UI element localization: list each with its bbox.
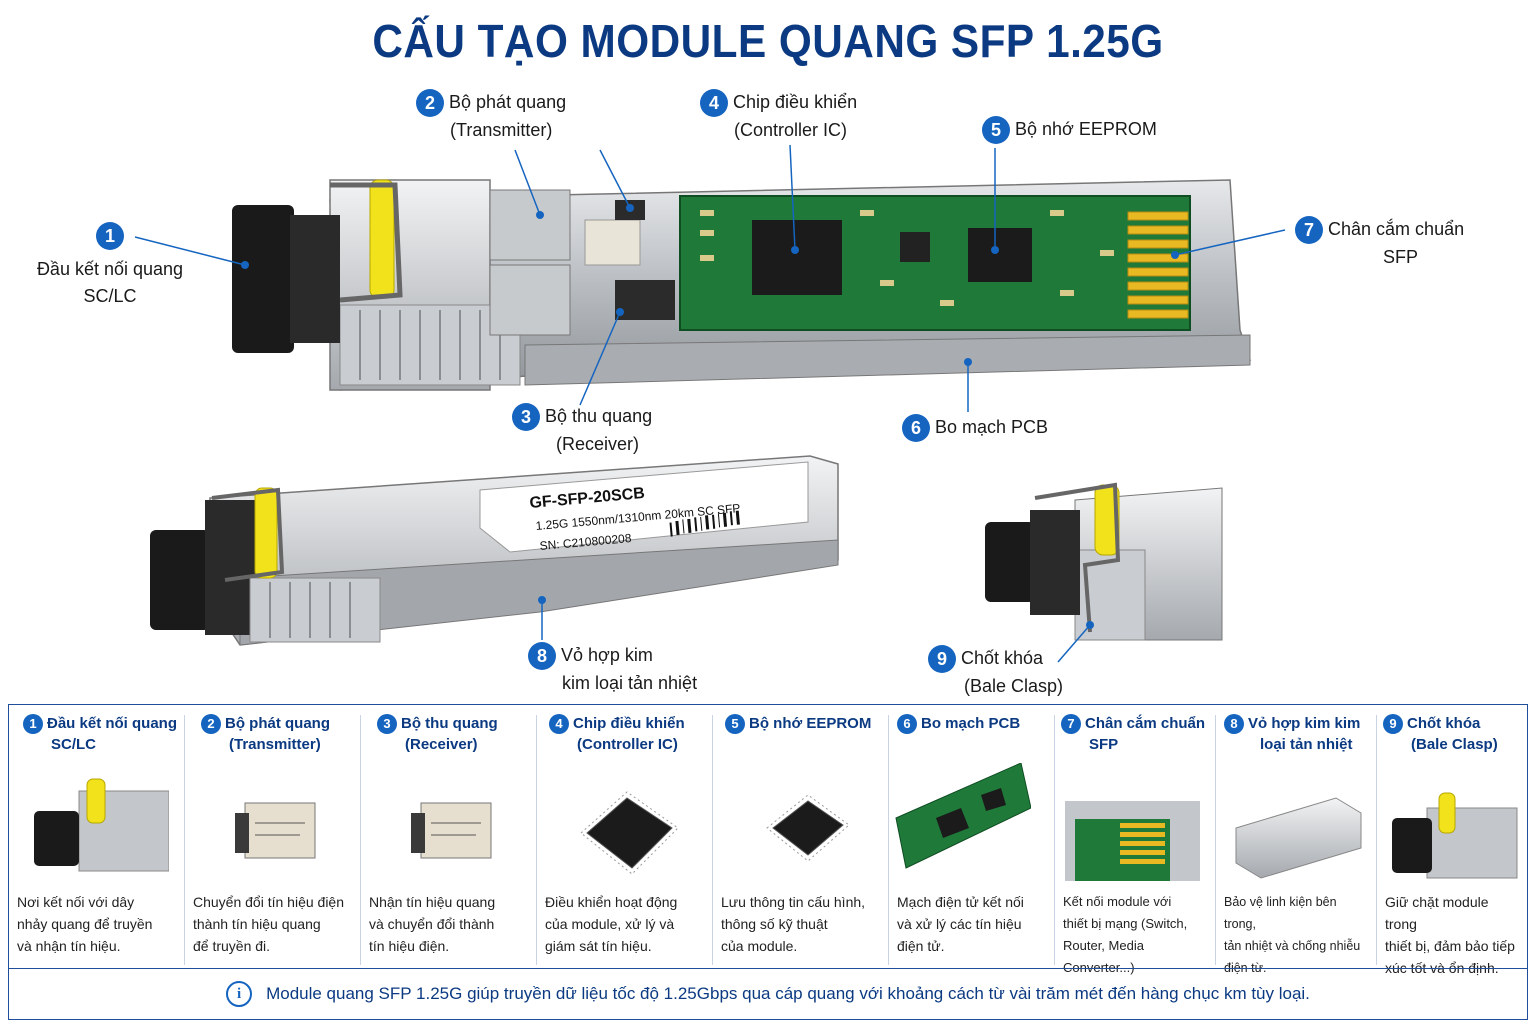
callout-9-badge: 9 (928, 645, 956, 674)
callout-7-line1: Chân cắm chuẩn (1328, 219, 1465, 239)
controller-chip-photo (580, 791, 679, 875)
callout-2-line2: (Transmitter) (450, 120, 553, 141)
callout-2-line1: Bộ phát quang (449, 92, 567, 112)
callout-1-line2: SC/LC (83, 286, 137, 307)
metal-housing-photo (1235, 797, 1362, 879)
info-icon: i (226, 981, 253, 1007)
pcb-photo (895, 763, 1031, 869)
callout-2: 2 Bộ phát quang (Transmitter) (416, 89, 566, 144)
open-module-photo (232, 179, 1252, 391)
bale-clasp-photo (1392, 792, 1518, 879)
gold-pins-photo (1065, 801, 1200, 881)
callout-1-badge: 1 (96, 222, 124, 251)
sc-connector-photo (34, 778, 169, 872)
closed-module-photo: GF-SFP-20SCB 1.25G 1550nm/1310nm 20km SC… (150, 455, 839, 646)
callout-1-line1: Đầu kết nối quang (36, 259, 184, 280)
bale-clasp-closeup-photo (985, 482, 1223, 641)
component-8-desc: Bảo vệ linh kiện bên trong,tản nhiệt và … (1224, 895, 1361, 975)
callout-3-line2: (Receiver) (556, 434, 640, 455)
callout-2-badge: 2 (416, 89, 444, 118)
callout-6-badge: 6 (902, 414, 930, 443)
callout-4-line2: (Controller IC) (734, 120, 848, 141)
callout-6-line1: Bo mạch PCB (935, 417, 1049, 437)
eeprom-chip-photo (766, 794, 850, 862)
callout-3: 3 Bộ thu quang (Receiver) (512, 403, 652, 458)
callout-8-line2: kim loại tản nhiệt (562, 673, 698, 694)
callout-4-line1: Chip điều khiển (733, 92, 858, 112)
callout-3-badge: 3 (512, 403, 540, 432)
callout-8: 8 Vỏ hợp kim kim loại tản nhiệt (528, 642, 697, 697)
callout-5-badge: 5 (982, 116, 1010, 145)
callout-9: 9 Chốt khóa (Bale Clasp) (928, 645, 1063, 700)
callout-4: 4 Chip điều khiển (Controller IC) (700, 89, 857, 144)
transmitter-photo (235, 802, 316, 859)
sfp-module-illustrations: GF-SFP-20SCB 1.25G 1550nm/1310nm 20km SC… (134, 144, 1286, 663)
callout-1: 1 Đầu kết nối quang SC/LC (30, 222, 190, 310)
callout-6: 6 Bo mạch PCB (902, 414, 1049, 443)
callout-5-line1: Bộ nhớ EEPROM (1015, 119, 1157, 139)
component-5-desc: Lưu thông tin cấu hình,thông số kỹ thuật… (721, 894, 866, 954)
callout-9-line2: (Bale Clasp) (964, 676, 1064, 697)
callout-5: 5 Bộ nhớ EEPROM (982, 116, 1157, 145)
callout-7: 7 Chân cắm chuẩn SFP (1295, 216, 1464, 271)
callout-8-badge: 8 (528, 642, 556, 671)
callout-4-badge: 4 (700, 89, 728, 118)
footer-note: i Module quang SFP 1.25G giúp truyền dữ … (8, 968, 1528, 1020)
callout-7-badge: 7 (1295, 216, 1323, 245)
callout-7-line2: SFP (1383, 247, 1419, 268)
callout-3-line1: Bộ thu quang (545, 406, 653, 426)
callout-9-line1: Chốt khóa (961, 648, 1044, 668)
receiver-photo (411, 802, 492, 859)
page-title: CẤU TẠO MODULE QUANG SFP 1.25G (372, 15, 1164, 67)
callout-8-line1: Vỏ hợp kim (561, 645, 653, 665)
footer-text: Module quang SFP 1.25G giúp truyền dữ li… (266, 984, 1310, 1003)
